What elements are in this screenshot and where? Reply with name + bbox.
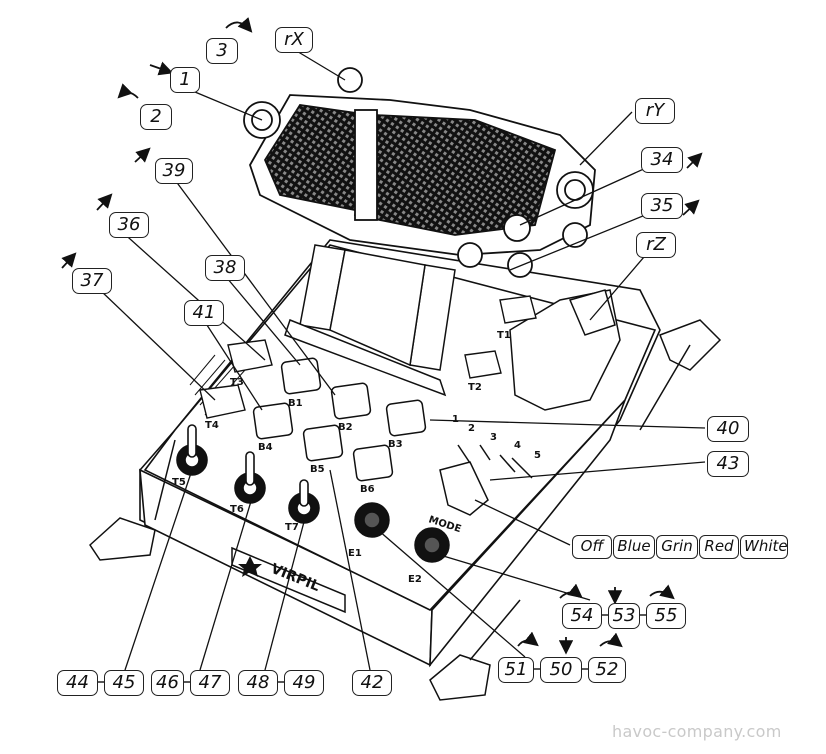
callout-49: 49	[284, 670, 324, 696]
callout-39: 39	[155, 158, 193, 184]
callout-rx: rX	[275, 27, 313, 53]
callout-1: 1	[170, 67, 200, 93]
watermark: havoc-company.com	[612, 722, 782, 741]
panel-label: 2	[468, 423, 475, 434]
panel-label: B2	[338, 422, 353, 433]
callout-55: 55	[646, 603, 686, 629]
callout-34: 34	[641, 147, 683, 173]
callout-40: 40	[707, 416, 749, 442]
mode-blue: Blue	[613, 535, 655, 559]
panel-label: T6	[230, 504, 244, 515]
callout-44: 44	[57, 670, 98, 696]
throttle-grip	[243, 67, 596, 278]
callout-38: 38	[205, 255, 245, 281]
push-buttons	[252, 357, 427, 482]
panel-label: B4	[258, 442, 273, 453]
mode-rotary	[439, 444, 533, 516]
feet	[89, 319, 722, 701]
panel-label: E2	[408, 574, 422, 585]
callout-42: 42	[352, 670, 392, 696]
callout-43: 43	[707, 451, 749, 477]
panel-label: T2	[468, 382, 482, 393]
mode-red: Red	[699, 535, 739, 559]
rotation-arrows	[61, 17, 703, 655]
callout-connectors	[98, 614, 646, 683]
callout-rz: rZ	[636, 232, 676, 258]
leader-lines	[99, 49, 706, 671]
panel-label: 4	[514, 440, 521, 451]
callout-2: 2	[140, 104, 172, 130]
callout-47: 47	[190, 670, 230, 696]
panel-label: 5	[534, 450, 541, 461]
panel-label: 3	[490, 432, 497, 443]
panel-label: T4	[205, 420, 219, 431]
callout-50: 50	[540, 657, 582, 683]
callout-35: 35	[641, 193, 683, 219]
callout-53: 53	[608, 603, 640, 629]
panel-label: T3	[230, 377, 244, 388]
lever-switches	[176, 424, 320, 524]
callout-36: 36	[109, 212, 149, 238]
toggle-switches	[199, 295, 537, 419]
throttle-levers	[284, 244, 456, 397]
panel-label: 1	[452, 414, 459, 425]
callout-48: 48	[238, 670, 278, 696]
callout-37: 37	[72, 268, 112, 294]
panel-label: T1	[497, 330, 511, 341]
callout-41: 41	[184, 300, 224, 326]
encoders	[354, 502, 450, 563]
mode-off: Off	[572, 535, 612, 559]
callout-45: 45	[104, 670, 144, 696]
panel-label: T7	[285, 522, 299, 533]
panel-label: B6	[360, 484, 375, 495]
callout-52: 52	[588, 657, 626, 683]
mode-grin: Grin	[656, 535, 698, 559]
panel-label: B1	[288, 398, 303, 409]
panel-label: B3	[388, 439, 403, 450]
callout-54: 54	[562, 603, 602, 629]
panel-label: E1	[348, 548, 362, 559]
rz-lever	[509, 289, 621, 411]
callout-46: 46	[151, 670, 184, 696]
panel-label: B5	[310, 464, 325, 475]
callout-51: 51	[498, 657, 534, 683]
panel-label: T5	[172, 477, 186, 488]
callout-ry: rY	[635, 98, 675, 124]
mode-white: White	[740, 535, 788, 559]
callout-3: 3	[206, 38, 238, 64]
